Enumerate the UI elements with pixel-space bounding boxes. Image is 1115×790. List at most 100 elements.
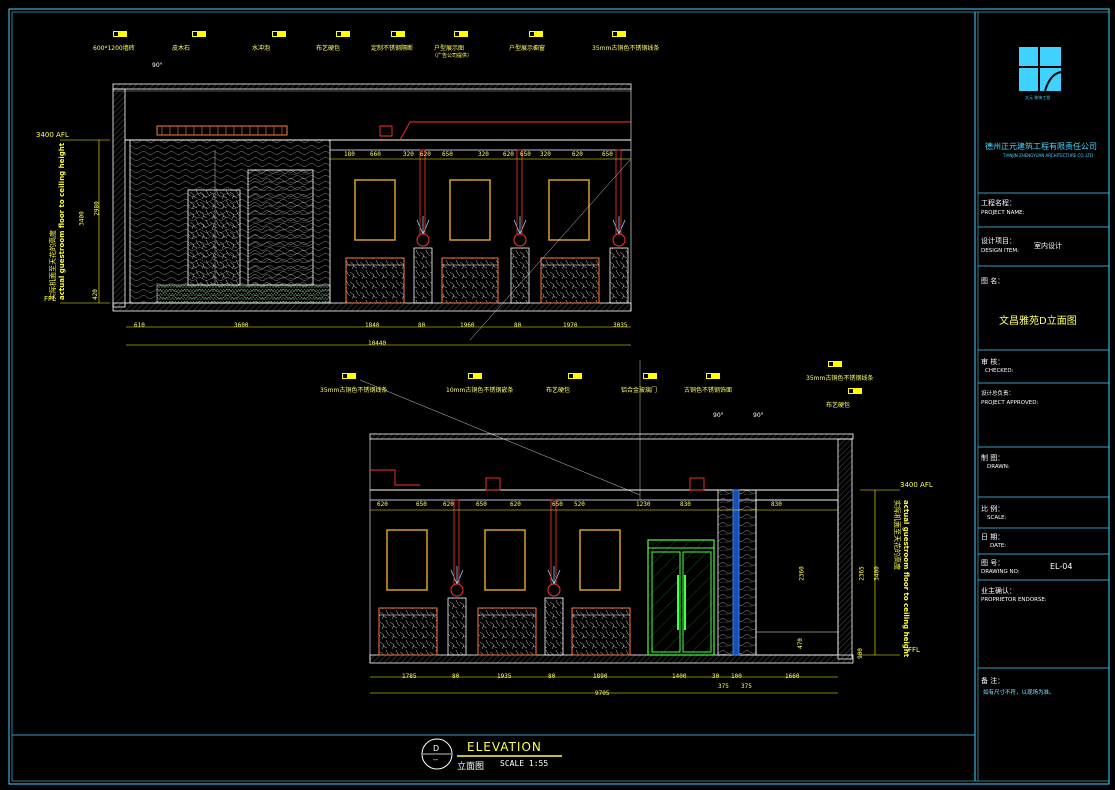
drawing-no-label-en: DRAWING NO: [981, 569, 1020, 575]
top-pillar-2 [510, 149, 530, 304]
callout-tag-icon [828, 361, 842, 367]
top-vertical-note: 实际机面至天花的高度 actual guestroom floor to cei… [40, 142, 70, 305]
bottom-height-1: 2365 [858, 566, 866, 581]
top-dim-top-8: 320 [540, 151, 551, 158]
elevation-tag-icon [421, 738, 453, 770]
date-label: 日 期： [981, 533, 1005, 541]
top-elevation [60, 83, 632, 346]
callout-tag-icon [643, 373, 657, 379]
remarks-value: 如有尺寸不符，以现场为准。 [983, 690, 1055, 696]
endorse-label-en: PROPRIETOR ENDORSE: [981, 597, 1047, 603]
top-pillar-3 [609, 149, 629, 304]
bottom-dim-top-0: 620 [377, 501, 388, 508]
top-callout-4: 定制不锈钢隔断 [371, 45, 414, 52]
footer-title: ELEVATION [467, 740, 542, 754]
top-dim-top-0: 180 [344, 151, 355, 158]
top-dim-top-3: 620 [420, 151, 431, 158]
design-item-label-en: DESIGN ITEM: [981, 248, 1020, 254]
bottom-angle-1: 90° [713, 412, 724, 419]
top-dim-top-6: 620 [503, 151, 514, 158]
bottom-vertical-text-en: actual guestroom floor to ceiling height [902, 500, 910, 658]
bottom-height-3: 470 [796, 638, 804, 649]
top-callout-6: 户型展示橱窗 [509, 45, 546, 52]
top-pillar-1 [413, 149, 433, 304]
bottom-dim-top-6: 520 [574, 501, 585, 508]
footer-scale: SCALE 1:55 [500, 759, 549, 768]
bottom-dim-bottom-6: 30 [712, 673, 720, 680]
bottom-dim-top-9: 830 [771, 501, 782, 508]
design-item-label: 设计项目： [981, 237, 1016, 245]
bottom-pillar-1 [447, 499, 467, 656]
company-name-en: TIANJIN ZHENGYUAN ARCHITECTURE CO.,LTD [1003, 153, 1094, 158]
bottom-level-bottom: FFL [908, 646, 920, 654]
bottom-dim-top-8: 830 [680, 501, 691, 508]
bottom-dim-sub-0: 375 [718, 683, 729, 690]
top-callout-note: （广告公司提供） [432, 53, 473, 59]
top-dim-total: 10440 [368, 340, 387, 347]
drawing-no-value: EL-04 [1050, 562, 1073, 571]
scale-label-en: SCALE: [987, 515, 1007, 521]
bottom-dim-bottom-4: 1890 [593, 673, 608, 680]
top-dim-bottom-4: 1960 [460, 322, 475, 329]
footer-subtitle: 立面图 [457, 762, 485, 772]
design-item-value: 室内设计 [1034, 242, 1062, 250]
bottom-dim-sub-1: 375 [741, 683, 752, 690]
top-dim-bottom-7: 3035 [613, 322, 628, 329]
bottom-level-top: 3400 AFL [900, 481, 933, 489]
date-label-en: DATE: [990, 543, 1007, 549]
endorse-label: 业主确认： [981, 587, 1016, 595]
top-height-0: 2980 [93, 201, 101, 216]
checked-label-en: CHECKED: [985, 368, 1014, 374]
approved-label: 设计总负责： [981, 391, 1015, 397]
project-name-label: 工程名程： [981, 199, 1016, 207]
tag-sub: -- [433, 756, 439, 764]
bottom-callout-0: 35mm古铜色不锈钢线条 [320, 387, 388, 394]
callout-tag-icon [848, 388, 862, 394]
bottom-dim-bottom-8: 1660 [785, 673, 800, 680]
checked-label: 审 核： [981, 358, 1005, 366]
approved-label-en: PROJECT APPROVED: [981, 400, 1039, 406]
bottom-dim-top-4: 620 [510, 501, 521, 508]
drawing-no-label: 图 号： [981, 559, 1005, 567]
bottom-dim-bottom-7: 100 [731, 673, 742, 680]
top-dim-bottom-1: 3600 [234, 322, 249, 329]
top-dim-top-5: 320 [478, 151, 489, 158]
top-height-2: 420 [91, 289, 99, 300]
top-vertical-text-cn: 实际机面至天花的高度 [49, 230, 57, 300]
callout-tag-icon [342, 373, 356, 379]
callout-tag-icon [612, 31, 626, 37]
bottom-callout-2: 布艺硬包 [546, 387, 571, 394]
bottom-display-module-1 [378, 529, 438, 656]
bottom-elevation [359, 360, 900, 694]
top-display-module-2 [441, 179, 499, 304]
top-callout-1: 皮木石 [172, 45, 191, 52]
bottom-callout-5: 35mm古铜色不锈钢线条 [806, 375, 874, 382]
bottom-callout-1: 10mm古铜色不锈钢嵌条 [446, 387, 514, 394]
bottom-dim-bottom-0: 1785 [402, 673, 417, 680]
project-name-label-en: PROJECT NAME: [981, 210, 1025, 216]
top-angle: 90° [152, 62, 163, 69]
top-callout-2: 水冲泡 [252, 45, 271, 52]
bottom-callout-4: 古铜色不锈钢饰面 [684, 387, 733, 394]
top-height-1: 3400 [78, 211, 86, 226]
bottom-display-module-3 [571, 529, 631, 656]
top-level-bottom: FFL [44, 295, 56, 303]
top-callout-7: 35mm古铜色不锈钢线条 [592, 45, 660, 52]
top-vertical-text-en: actual guestroom floor to ceiling height [58, 142, 66, 300]
top-callout-5: 户型展示图 [434, 45, 465, 52]
top-dim-bottom-3: 80 [418, 322, 426, 329]
top-dim-top-2: 320 [403, 151, 414, 158]
callout-tag-icon [192, 31, 206, 37]
top-dim-bottom-5: 80 [514, 322, 522, 329]
top-callout-0: 600*1200墙砖 [93, 45, 135, 52]
logo-caption: 太元 装饰工程 [1025, 95, 1051, 100]
callout-tag-icon [113, 31, 127, 37]
tag-letter: D [433, 744, 440, 753]
top-dim-top-10: 650 [602, 151, 613, 158]
callout-tag-icon [706, 373, 720, 379]
bottom-dim-top-2: 620 [443, 501, 454, 508]
callout-tag-icon [454, 31, 468, 37]
bottom-angle-2: 90° [753, 412, 764, 419]
callout-tag-icon [336, 31, 350, 37]
